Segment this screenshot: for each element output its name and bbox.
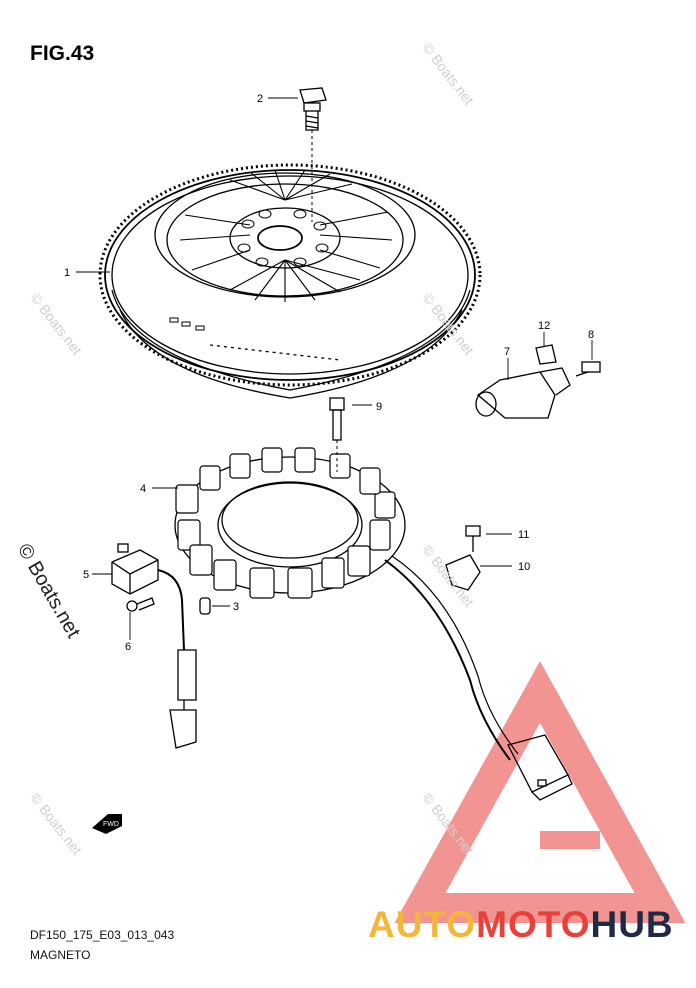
fwd-arrow-icon: FWD xyxy=(92,814,122,834)
callout-4: 4 xyxy=(140,483,146,495)
callout-11: 11 xyxy=(518,529,529,541)
brand-part-auto: AUTO xyxy=(368,904,477,945)
callout-10: 10 xyxy=(518,561,530,573)
flywheel-rotor xyxy=(98,163,482,399)
stator-bolt xyxy=(329,397,345,472)
callout-3: 3 xyxy=(233,601,239,613)
brand-part-moto: MOTO xyxy=(476,904,591,945)
callout-5: 5 xyxy=(83,569,89,581)
callout-1: 1 xyxy=(64,267,70,279)
fwd-label: FWD xyxy=(103,821,119,828)
brand-wordmark: AUTOMOTOHUB xyxy=(368,904,674,946)
dowel-pin xyxy=(199,597,211,615)
callout-9: 9 xyxy=(376,401,382,413)
figure-title: FIG.43 xyxy=(30,42,95,65)
wire-clamp xyxy=(445,525,481,591)
diagram-name: MAGNETO xyxy=(30,948,91,962)
callout-6: 6 xyxy=(125,641,131,653)
callout-7: 7 xyxy=(504,346,510,358)
callout-2: 2 xyxy=(257,93,263,105)
callout-12: 12 xyxy=(538,320,550,332)
pulser-sensor xyxy=(475,344,601,419)
callout-8: 8 xyxy=(588,329,594,341)
pickup-screw xyxy=(126,597,155,612)
pickup-coil xyxy=(111,543,197,749)
brand-part-hub: HUB xyxy=(590,904,674,945)
brand-triangle-logo xyxy=(394,661,686,923)
leader-lines xyxy=(76,97,593,640)
stator-coil xyxy=(174,447,573,801)
callouts: 2 1 4 9 12 8 7 3 5 6 11 10 xyxy=(64,93,594,653)
diagram-code: DF150_175_E03_013_043 xyxy=(30,928,175,942)
flywheel-bolt xyxy=(299,87,327,222)
